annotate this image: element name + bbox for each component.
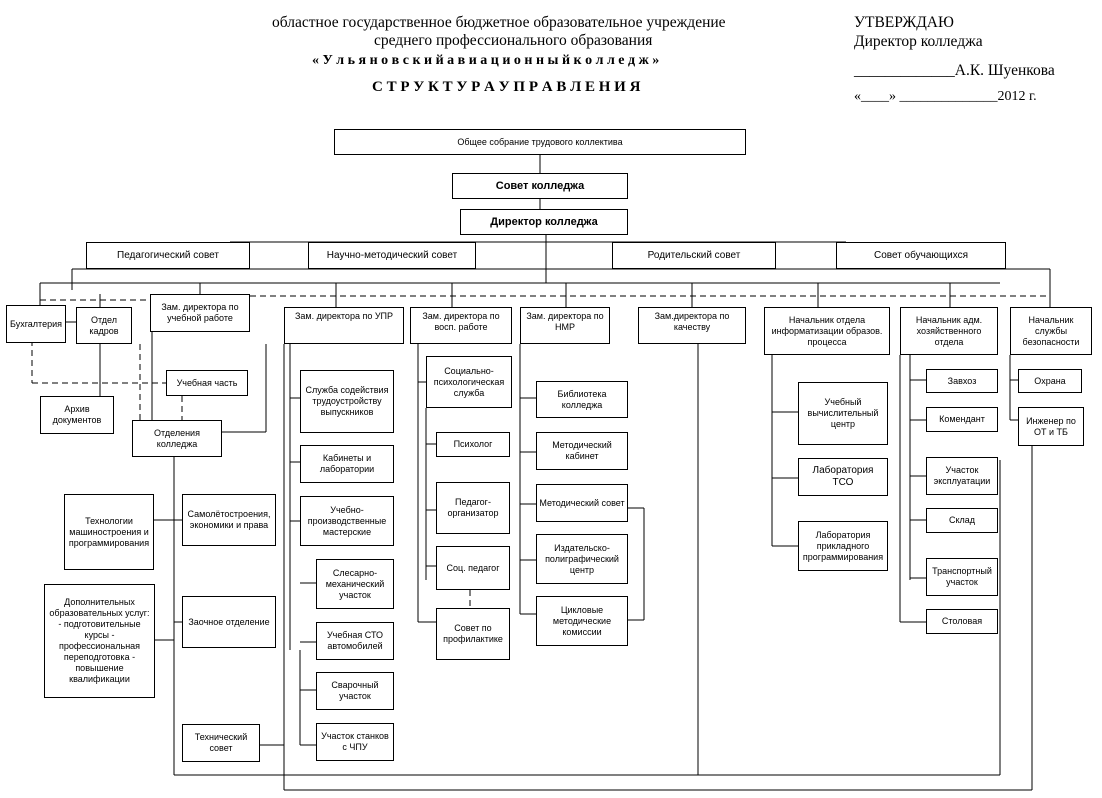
- weld-area-box: Сварочный участок: [316, 672, 394, 710]
- general-meeting-box: Общее собрание трудового коллектива: [334, 129, 746, 155]
- dep-nmr-box: Зам. директора по НМР: [520, 307, 610, 344]
- dep-upr-box: Зам. директора по УПР: [284, 307, 404, 344]
- approval-position: Директор колледжа: [854, 33, 983, 50]
- zavkhoz-box: Завхоз: [926, 369, 998, 393]
- approval-date: «____» ______________2012 г.: [854, 89, 1037, 104]
- tech-mech-box: Технологии машиностроения и программиров…: [64, 494, 154, 570]
- page-title: С Т Р У К Т У Р А У П Р А В Л Е Н И Я: [372, 79, 641, 95]
- head-security-box: Начальник службы безопасности: [1010, 307, 1092, 355]
- cnc-area-box: Участок станков с ЧПУ: [316, 723, 394, 761]
- college-council-box: Совет колледжа: [452, 173, 628, 199]
- method-council-box: Научно-методический совет: [308, 242, 476, 269]
- accounting-box: Бухгалтерия: [6, 305, 66, 343]
- cabinets-box: Кабинеты и лаборатории: [300, 445, 394, 483]
- dep-quality-box: Зам.директора по качеству: [638, 307, 746, 344]
- self-econ-box: Самолётостроения, экономики и права: [182, 494, 276, 546]
- safety-engineer-box: Инженер по ОТ и ТБ: [1018, 407, 1084, 446]
- workshops-box: Учебно-производственные мастерские: [300, 496, 394, 546]
- approval-signature: _____________А.К. Шуенкова: [854, 62, 1055, 79]
- head-it-box: Начальник отдела информатизации образов.…: [764, 307, 890, 355]
- psych-service-box: Социально-психологическая служба: [426, 356, 512, 408]
- mech-area-box: Слесарно-механический участок: [316, 559, 394, 609]
- cycle-commissions-box: Цикловые методические комиссии: [536, 596, 628, 646]
- header-line-2: среднего профессионального образования: [374, 32, 653, 49]
- student-council-box: Совет обучающихся: [836, 242, 1006, 269]
- study-part-box: Учебная часть: [166, 370, 248, 396]
- ped-council-box: Педагогический совет: [86, 242, 250, 269]
- tech-council-box: Технический совет: [182, 724, 260, 762]
- hr-box: Отдел кадров: [76, 307, 132, 344]
- header-line-3: « У л ь я н о в с к и й а в и а ц и о н …: [312, 53, 660, 68]
- organizer-box: Педагог-организатор: [436, 482, 510, 534]
- header-line-1: областное государственное бюджетное обра…: [272, 14, 726, 31]
- exploitation-box: Участок эксплуатации: [926, 457, 998, 495]
- soc-teacher-box: Соц. педагог: [436, 546, 510, 590]
- app-prog-lab-box: Лаборатория прикладного программирования: [798, 521, 888, 571]
- canteen-box: Столовая: [926, 609, 998, 634]
- commandant-box: Комендант: [926, 407, 998, 432]
- library-box: Библиотека колледжа: [536, 381, 628, 418]
- parent-council-box: Родительский совет: [612, 242, 776, 269]
- departments-box: Отделения колледжа: [132, 420, 222, 457]
- director-box: Директор колледжа: [460, 209, 628, 235]
- publishing-box: Издательско-полиграфический центр: [536, 534, 628, 584]
- dep-edu-box: Зам. директора по восп. работе: [410, 307, 512, 344]
- guard-box: Охрана: [1018, 369, 1082, 393]
- sto-box: Учебная СТО автомобилей: [316, 622, 394, 660]
- head-admin-box: Начальник адм. хозяйственного отдела: [900, 307, 998, 355]
- psychologist-box: Психолог: [436, 432, 510, 457]
- comp-center-box: Учебный вычислительный центр: [798, 382, 888, 445]
- correspondence-box: Заочное отделение: [182, 596, 276, 648]
- tso-lab-box: Лаборатория ТСО: [798, 458, 888, 496]
- method-cabinet-box: Методический кабинет: [536, 432, 628, 470]
- approval-label: УТВЕРЖДАЮ: [854, 14, 954, 31]
- method-soviet-box: Методический совет: [536, 484, 628, 522]
- archive-box: Архив документов: [40, 396, 114, 434]
- transport-box: Транспортный участок: [926, 558, 998, 596]
- warehouse-box: Склад: [926, 508, 998, 533]
- dep-study-box: Зам. директора по учебной работе: [150, 294, 250, 332]
- extra-services-box: Дополнительных образовательных услуг: - …: [44, 584, 155, 698]
- employment-service-box: Служба содействия трудоустройству выпуск…: [300, 370, 394, 433]
- prevention-box: Совет по профилактике: [436, 608, 510, 660]
